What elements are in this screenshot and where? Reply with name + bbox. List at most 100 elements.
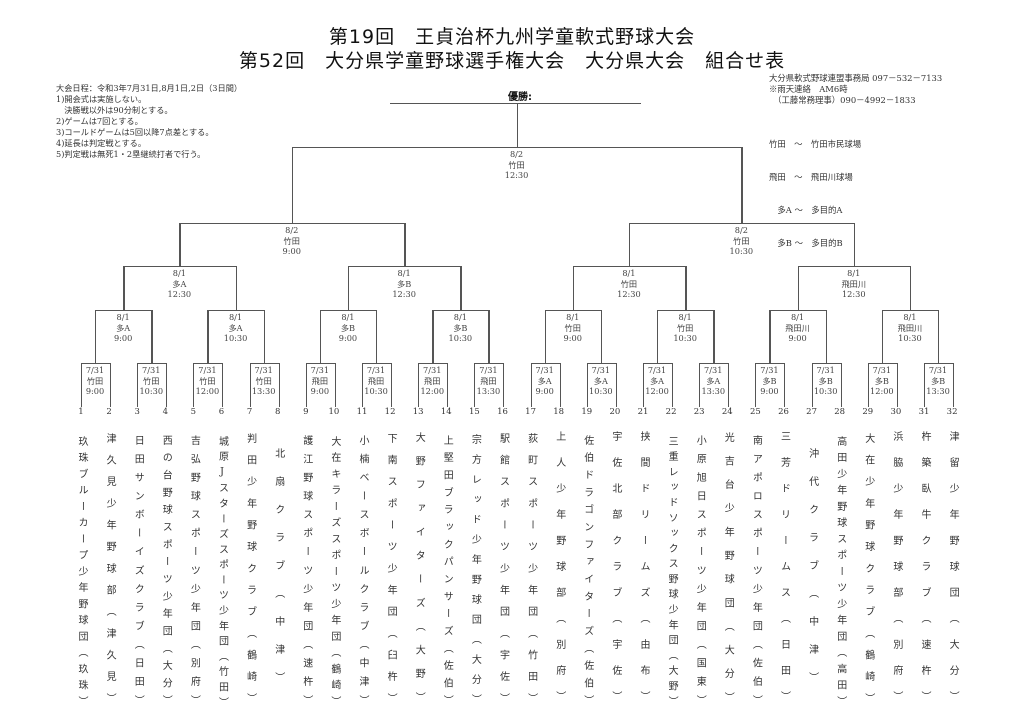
match-date: 8/1 — [903, 312, 917, 322]
match-time: 9:00 — [338, 333, 358, 343]
match-date: 7/31 — [591, 365, 611, 375]
bracket-line — [544, 310, 547, 363]
round1-match-box — [249, 363, 280, 407]
team-number: 30 — [890, 407, 902, 417]
match-time: 12:30 — [841, 289, 866, 299]
team-number: 32 — [946, 407, 958, 417]
round1-match-box — [81, 363, 112, 407]
team-number: 7 — [246, 407, 253, 417]
bracket-line — [207, 310, 264, 312]
round1-match-box — [137, 363, 168, 407]
match-venue: 竹田 — [733, 235, 750, 246]
team-number: 19 — [581, 407, 593, 417]
team-name: 三芳ドリームス（日田） — [778, 431, 790, 717]
note-line: 3)コールドゲームは5回以降7点差とする。 — [56, 127, 214, 137]
team-name: 下南スポーツ少年団（臼杵） — [385, 433, 397, 715]
venue-line: 多A ～ 多目的A — [769, 205, 843, 215]
bracket-line — [741, 147, 743, 223]
bracket-line — [263, 310, 266, 363]
team-name: 玖珠ブルーカープ少年野球団（玖珠） — [76, 435, 87, 713]
bracket-line — [881, 310, 884, 363]
match-time: 10:30 — [729, 246, 754, 256]
bracket-line — [825, 310, 828, 363]
match-date: 8/1 — [172, 268, 186, 278]
bracket-line — [123, 266, 125, 310]
team-number: 31 — [918, 407, 930, 417]
team-number: 4 — [162, 407, 168, 417]
bracket-line — [432, 310, 434, 363]
team-number: 18 — [553, 407, 565, 417]
team-name: 大在キラーズスポーツ少年団（鶴崎） — [328, 435, 340, 713]
team-name: 護江野球スポーツ少年団（速杵） — [300, 434, 312, 714]
team-number: 16 — [497, 407, 508, 417]
match-date: 8/2 — [285, 225, 299, 235]
team-name: 高田少年野球スポーツ少年団（高田） — [834, 435, 846, 713]
tournament-title-line1: 第19回 王貞治杯九州学童軟式野球大会 — [328, 26, 696, 48]
bracket-line — [432, 310, 489, 312]
match-venue: 竹田 — [283, 235, 300, 246]
match-time: 13:30 — [476, 386, 501, 396]
match-date: 8/1 — [341, 312, 355, 322]
team-number: 26 — [778, 407, 789, 417]
venue-line: 飛田 ～ 飛田川球場 — [769, 172, 853, 182]
team-number: 20 — [609, 407, 621, 417]
contact-info: 大分県軟式野球連盟事務局 097－532－7133 ※雨天連絡 AM6時 （工藤… — [769, 73, 942, 271]
match-time: 9:00 — [563, 333, 582, 343]
match-time: 10:30 — [448, 333, 473, 343]
match-venue: 多B — [762, 375, 777, 386]
match-venue: 竹田 — [86, 375, 104, 386]
match-time: 9:00 — [535, 386, 554, 396]
bracket-line — [291, 147, 294, 223]
note-line: 5)判定戦は無死1・2塁継続打者で行う。 — [56, 149, 206, 159]
team-name: 沖代クラブ（中津） — [806, 448, 818, 700]
match-time: 13:30 — [251, 386, 276, 396]
team-name: 浜脇少年野球部（別府） — [890, 431, 902, 717]
team-name: 挟間ドリームズ（由布） — [638, 431, 649, 717]
team-name: 日田サンボーイズクラブ（日田） — [132, 434, 144, 714]
bracket-line — [713, 310, 715, 363]
note-line: 大会日程：令和3年7月31日,8月1日,2日（3日間） — [56, 83, 243, 93]
match-date: 7/31 — [760, 365, 779, 375]
match-time: 10:30 — [364, 386, 388, 396]
match-time: 10:30 — [223, 333, 248, 343]
match-venue: 多A — [228, 322, 243, 333]
match-venue: 多A — [593, 375, 608, 386]
match-date: 8/1 — [678, 312, 692, 322]
match-time: 9:00 — [760, 386, 779, 396]
match-time: 12:30 — [167, 289, 192, 299]
match-time: 10:30 — [813, 386, 838, 396]
round1-match-box — [867, 363, 898, 407]
match-time: 12:00 — [195, 386, 220, 396]
match-time: 12:30 — [504, 170, 529, 180]
match-venue: 飛田 — [480, 375, 497, 386]
team-number: 25 — [749, 407, 761, 417]
team-number: 22 — [665, 407, 677, 417]
match-venue: 竹田 — [564, 322, 581, 333]
match-date: 7/31 — [423, 365, 442, 375]
match-time: 12:00 — [645, 386, 669, 396]
bracket-line — [572, 266, 575, 310]
team-number: 9 — [303, 407, 309, 417]
winner-label: 優勝: — [508, 92, 532, 103]
bracket-line — [390, 103, 641, 105]
bracket-line — [769, 310, 826, 312]
contact-line: （工藤常務理事）090－4992－1833 — [769, 95, 916, 105]
match-time: 9:00 — [282, 246, 301, 256]
team-name: 小原旭日スポーツ少年団（国東） — [694, 434, 706, 714]
team-name: 大野ファイターズ（大野） — [413, 432, 425, 716]
team-name: 津久見少年野球部（津久見） — [104, 433, 116, 715]
